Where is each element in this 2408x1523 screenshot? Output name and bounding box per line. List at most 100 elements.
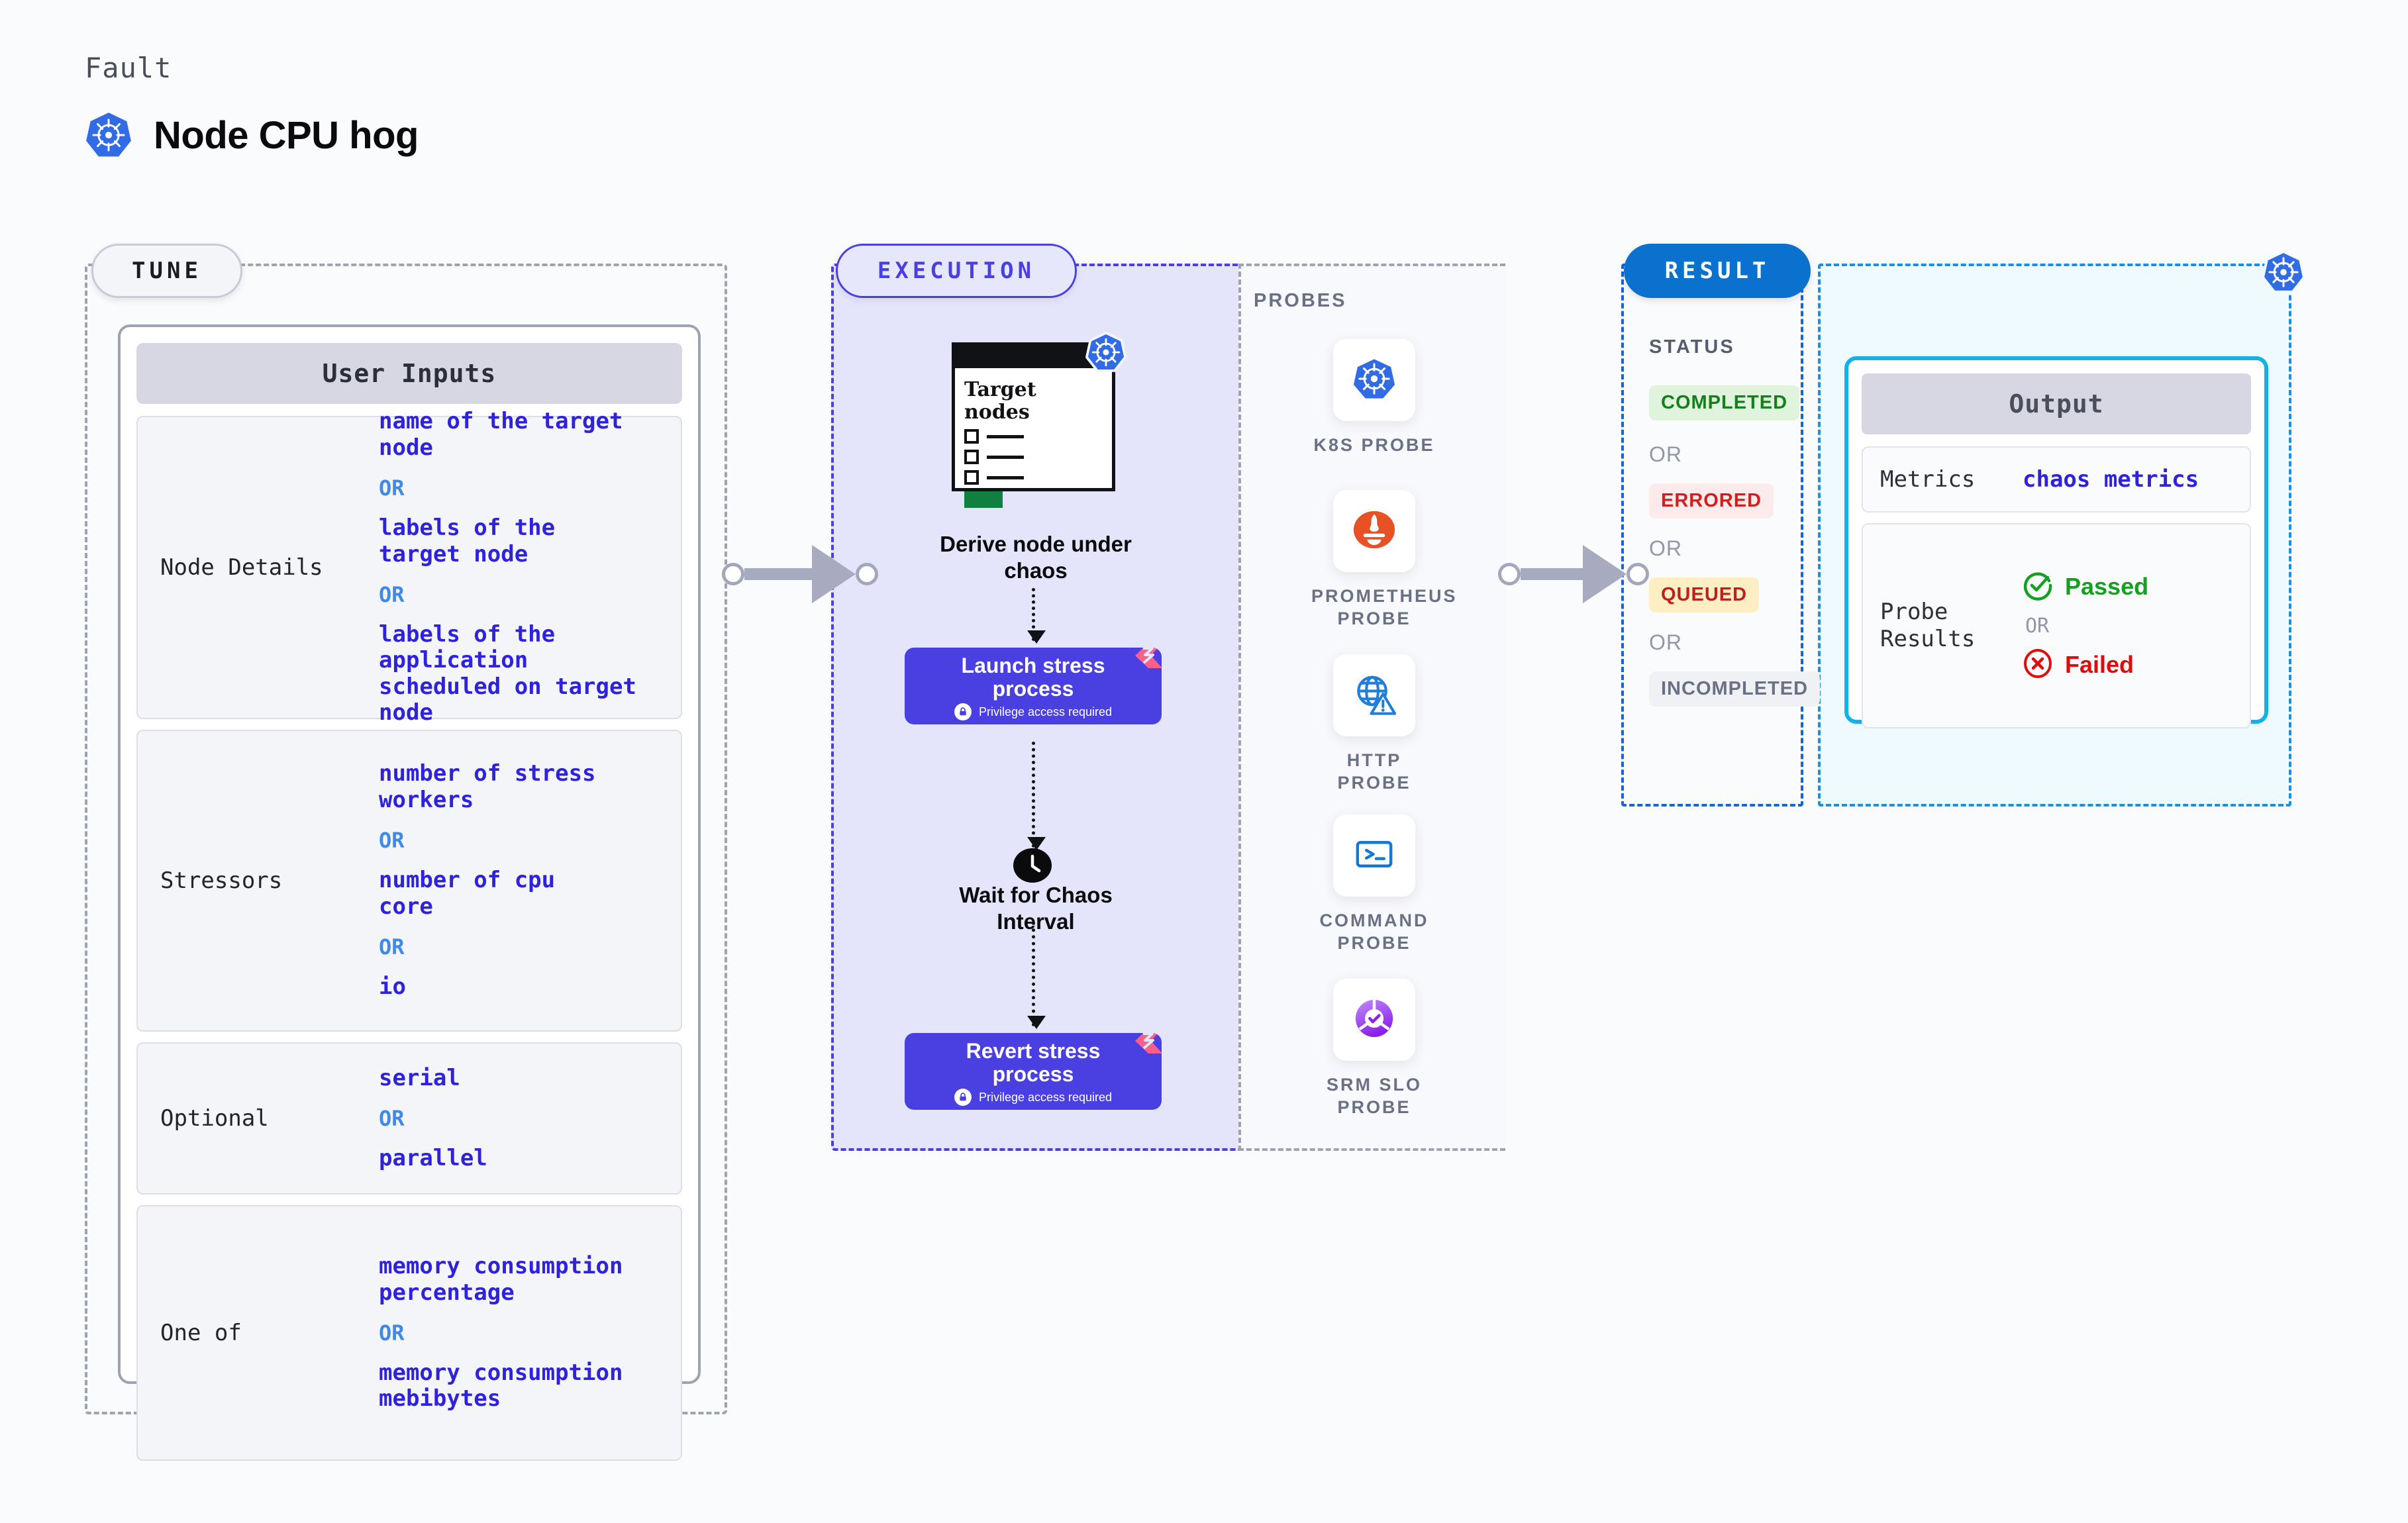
list-line [987,475,1024,479]
arrow-head-icon [812,545,856,603]
probes-section-label: PROBES [1254,290,1347,311]
input-group-label: Optional [160,1105,269,1132]
derive-node-caption: Derive node under chaos [940,532,1132,583]
input-group-node-details: Node Details name of the target node OR … [136,409,682,726]
checkbox-icon [964,429,979,444]
input-group-values: number of stress workers OR number of cp… [379,761,674,1000]
lock-icon [954,1089,972,1106]
step-subtext: Privilege access required [978,705,1113,718]
probe-tile [1333,814,1415,897]
status-badge-completed: COMPLETED [1649,385,1800,420]
connector-start-dot [722,563,744,585]
input-value: number of cpu core [379,867,556,920]
input-group-label: Node Details [160,554,323,581]
probe-label: K8S PROBE [1313,435,1435,455]
probe-result-failed: Failed [2023,648,2148,682]
step-subtext-row: Privilege access required [954,703,1113,721]
input-group-values: memory consumption percentage OR memory … [379,1253,674,1412]
connector-end-dot [856,563,878,585]
input-value: memory consumption mebibytes [379,1359,623,1412]
connector-line [744,568,813,580]
output-label: Probe Results [1880,599,1976,652]
probe-tile [1333,979,1415,1061]
connector-line [1521,568,1584,580]
litmus-chaos-icon [1131,1033,1162,1058]
output-row-probe-results: Probe Results Passed OR [1862,523,2251,728]
status-badge-incompleted: INCOMPLETED [1649,671,1821,707]
prometheus-icon [1350,505,1399,558]
or-separator: OR [1649,536,1682,560]
probe-k8s[interactable]: K8S PROBE [1311,339,1437,457]
input-value: serial [379,1064,460,1091]
input-value: labels of the application scheduled on t… [379,621,636,726]
probe-command[interactable]: COMMAND PROBE [1311,814,1437,955]
target-nodes-card: Target nodes [952,342,1115,509]
step-subtext: Privilege access required [978,1090,1113,1104]
connector-end-dot [1627,563,1649,585]
kubernetes-icon [1350,354,1399,407]
step-launch-stress-process[interactable]: Launch stress process Privilege access r… [905,648,1162,724]
probe-result-values: Passed OR Failed [2023,570,2148,682]
step-title: Launch stress process [961,653,1105,701]
output-card: Output Metrics chaos metrics Probe Resul… [1844,356,2268,728]
connector-start-dot [1498,563,1521,585]
status-badge-errored: ERRORED [1649,483,1774,518]
input-group-stressors: Stressors number of stress workers OR nu… [136,730,682,1032]
probe-label: COMMAND PROBE [1319,910,1429,953]
target-nodes-heading: Target nodes [964,378,1036,424]
tab-result[interactable]: RESULT [1624,244,1811,298]
x-circle-icon [2023,648,2053,682]
or-separator: OR [379,1106,405,1131]
tab-execution[interactable]: EXECUTION [836,244,1077,298]
input-group-values: serial OR parallel [379,1065,674,1172]
probe-label: PROMETHEUS PROBE [1311,586,1458,628]
user-inputs-title: User Inputs [136,343,682,404]
input-group-values: name of the target node OR labels of the… [379,409,674,726]
globe-warning-icon [1350,669,1399,722]
or-separator: OR [379,582,405,607]
probe-label: HTTP PROBE [1337,750,1411,793]
input-value: labels of the target node [379,515,556,567]
litmus-chaos-icon [1131,648,1162,673]
or-separator: OR [1649,442,1682,466]
probe-prometheus[interactable]: PROMETHEUS PROBE [1311,490,1458,630]
probe-tile [1333,490,1415,572]
connector-tune-to-execution [722,545,878,603]
checkbox-icon [964,470,979,485]
input-value: number of stress workers [379,760,596,813]
fault-eyebrow-label: Fault [85,52,172,84]
probe-srm-slo[interactable]: SRM SLO PROBE [1311,979,1437,1119]
page-title: Node CPU hog [154,113,419,157]
probe-result-passed: Passed [2023,570,2148,604]
kubernetes-icon [2261,250,2306,297]
user-inputs-card: User Inputs Node Details name of the tar… [118,324,701,1461]
checklist-row [964,470,1103,485]
input-group-label: Stressors [160,867,283,894]
input-value: io [379,973,406,1001]
output-value: chaos metrics [2023,466,2199,493]
probe-passed-label: Passed [2065,573,2149,600]
srm-slo-icon [1350,994,1399,1046]
output-label: Metrics [1880,466,1976,493]
or-separator: OR [379,1320,405,1346]
output-title: Output [1862,373,2251,434]
wait-for-chaos-caption: Wait for Chaos Interval [959,883,1113,934]
tab-tune[interactable]: TUNE [91,244,242,298]
status-badge-queued: QUEUED [1649,577,1760,613]
list-line [987,434,1024,438]
result-region [1621,264,1803,807]
step-revert-stress-process[interactable]: Revert stress process Privilege access r… [905,1033,1162,1110]
probe-failed-label: Failed [2065,651,2134,678]
step-subtext-row: Privilege access required [954,1089,1112,1106]
probe-tile [1333,339,1415,421]
kubernetes-icon [1085,331,1127,376]
input-value: name of the target node [379,408,623,461]
or-separator: OR [2025,614,2050,638]
fault-title-row: Node CPU hog [85,111,419,159]
probe-http[interactable]: HTTP PROBE [1311,654,1437,795]
check-circle-icon [2023,570,2053,604]
probe-tile [1333,654,1415,736]
checklist-row [964,429,1103,444]
step-title: Revert stress process [966,1038,1101,1086]
